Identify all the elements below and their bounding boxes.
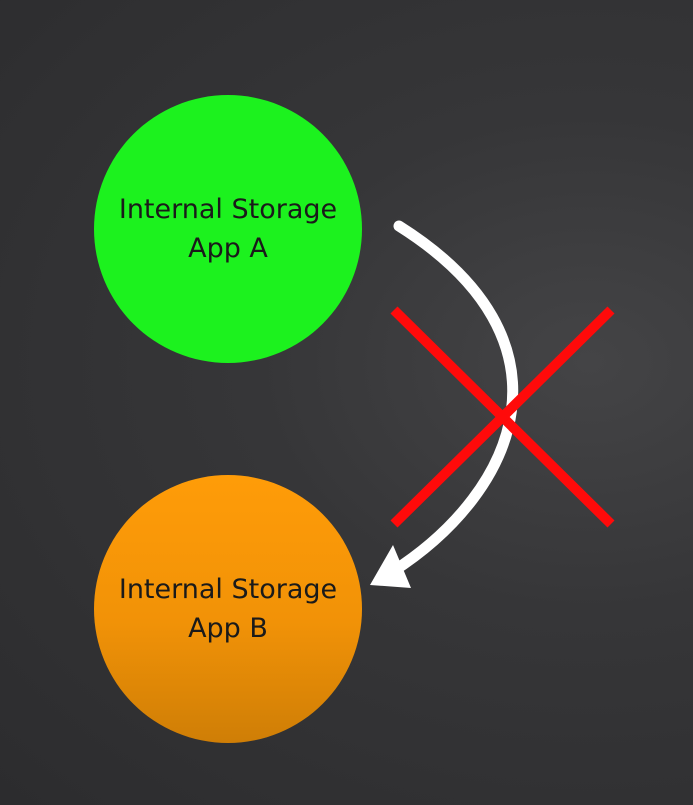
arrow-head [370,545,411,588]
node-label-line2: App A [188,233,268,264]
internal-storage-app-b: Internal Storage App B [94,475,362,743]
cross-stroke-2 [390,306,615,528]
cross-icon [390,306,615,528]
internal-storage-app-a: Internal Storage App A [94,95,362,363]
node-label-line1: Internal Storage [118,574,338,605]
node-label-line2: App B [188,613,268,644]
node-label-line1: Internal Storage [118,194,338,225]
arrow-shaft [386,220,519,578]
